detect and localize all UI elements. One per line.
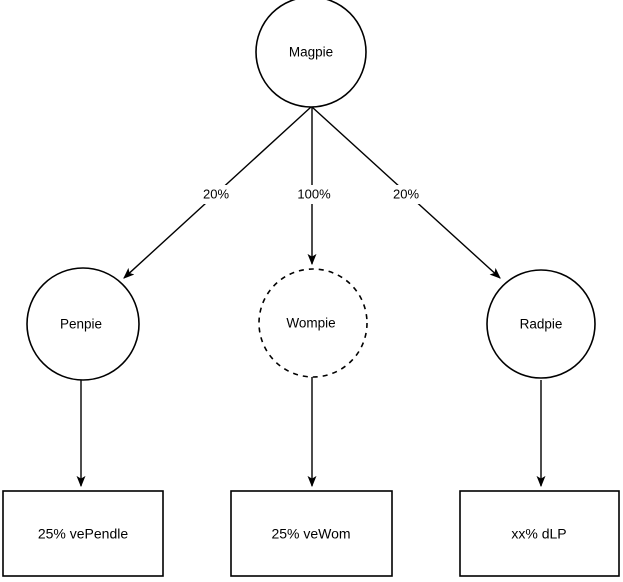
node-penpie-label: Penpie [60, 317, 102, 332]
edge-label-magpie-penpie: 20% [196, 185, 238, 204]
edge-label-magpie-radpie: 20% [385, 185, 427, 204]
node-radpie-label: Radpie [520, 317, 563, 332]
edge-label-magpie-wompie: 100% [292, 185, 338, 204]
edge-label-group: 20% 100% 20% [196, 185, 427, 204]
node-dlp-rect[interactable] [459, 490, 620, 577]
node-vewom-rect[interactable] [230, 490, 393, 577]
node-vewom-label: 25% veWom [271, 526, 350, 542]
edge-label-radpie-text: 20% [393, 186, 419, 201]
node-vependle-rect[interactable] [2, 490, 164, 577]
node-magpie[interactable]: Magpie [255, 0, 367, 108]
node-magpie-circle[interactable] [255, 0, 367, 108]
node-radpie-circle[interactable] [486, 269, 596, 379]
edge-label-penpie-text: 20% [203, 186, 229, 201]
node-radpie[interactable]: Radpie [486, 269, 596, 379]
node-wompie-circle[interactable] [258, 268, 368, 378]
node-vependle-box[interactable]: 25% vePendle [2, 490, 164, 577]
node-magpie-label: Magpie [289, 45, 333, 60]
node-penpie-circle[interactable] [26, 267, 140, 381]
node-wompie[interactable]: Wompie [258, 268, 368, 378]
node-vependle-label: 25% vePendle [38, 526, 129, 542]
node-vewom-box[interactable]: 25% veWom [230, 490, 393, 577]
node-dlp-label: xx% dLP [511, 526, 566, 542]
node-penpie[interactable]: Penpie [26, 267, 140, 381]
node-wompie-label: Wompie [286, 316, 335, 331]
edge-group-children-to-outputs [76, 377, 546, 488]
node-dlp-box[interactable]: xx% dLP [459, 490, 620, 577]
edge-label-wompie-text: 100% [297, 186, 331, 201]
